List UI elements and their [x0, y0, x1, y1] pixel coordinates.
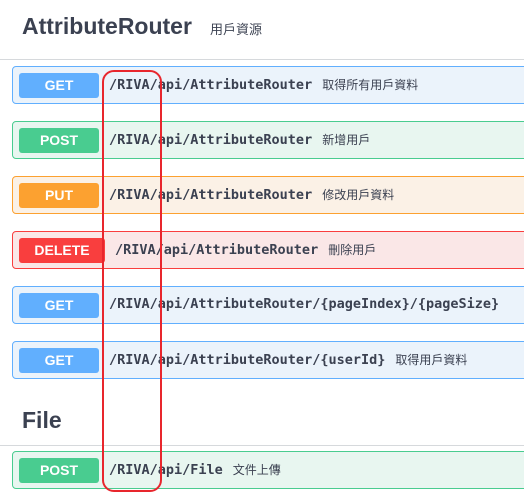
section-header-file[interactable]: File — [0, 395, 524, 446]
method-badge: GET — [19, 348, 99, 373]
method-badge: GET — [19, 73, 99, 98]
operation-summary: 取得用戶資料 — [395, 353, 468, 367]
operation-get-attributerouter-userid[interactable]: GET /RIVA/api/AttributeRouter/{userId}取得… — [12, 341, 524, 379]
operation-summary: 修改用戶資料 — [322, 188, 395, 202]
operation-get-attributerouter-paged[interactable]: GET /RIVA/api/AttributeRouter/{pageIndex… — [12, 286, 524, 324]
section-description: 用戶資源 — [210, 23, 263, 38]
operation-summary: 刪除用戶 — [328, 243, 377, 257]
operation-summary: 取得所有用戶資料 — [322, 78, 419, 92]
method-badge: PUT — [19, 183, 99, 208]
section-header-attributerouter[interactable]: AttributeRouter 用戶資源 — [0, 0, 524, 60]
method-badge: POST — [19, 128, 99, 153]
method-badge: GET — [19, 293, 99, 318]
section-title: AttributeRouter — [22, 13, 192, 39]
operation-summary: 文件上傳 — [232, 463, 281, 477]
method-badge: POST — [19, 458, 99, 483]
method-badge: DELETE — [19, 238, 105, 263]
operation-summary: 新增用戶 — [322, 133, 371, 147]
section-title: File — [22, 407, 62, 433]
operation-path: /RIVA/api/AttributeRouter/{pageIndex}/{p… — [109, 296, 500, 312]
operation-path: /RIVA/api/AttributeRouter/{userId}取得用戶資料 — [109, 352, 468, 368]
